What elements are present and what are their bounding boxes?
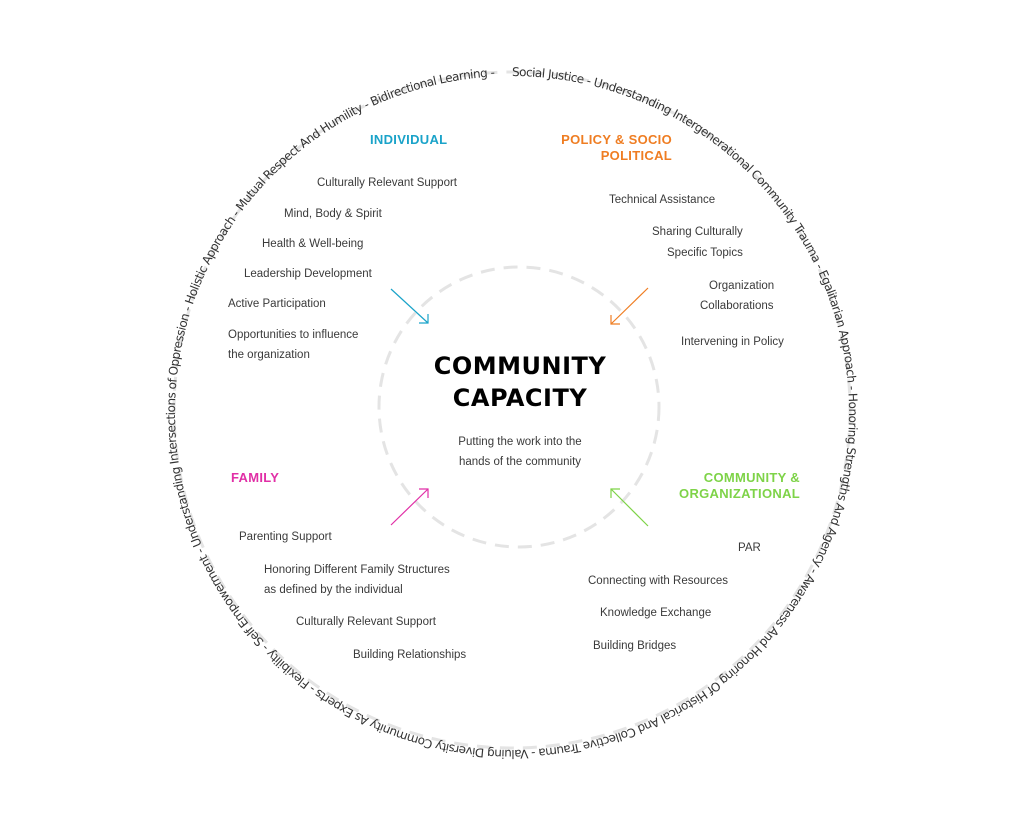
inner-dashed-ring xyxy=(377,265,661,549)
community-item: Knowledge Exchange xyxy=(600,607,712,619)
community-heading-line2: ORGANIZATIONAL xyxy=(679,486,800,501)
policy-item: Specific Topics xyxy=(667,247,743,259)
policy-item: Sharing Culturally xyxy=(652,226,743,238)
family-heading: FAMILY xyxy=(231,470,280,485)
family-item: as defined by the individual xyxy=(264,584,403,596)
community-item: PAR xyxy=(738,542,761,554)
policy-heading-line1: POLICY & SOCIO xyxy=(561,132,672,147)
individual-item: Leadership Development xyxy=(244,268,372,280)
individual-item: Health & Well-being xyxy=(262,238,364,250)
community-item: Building Bridges xyxy=(593,640,677,652)
individual-item: Mind, Body & Spirit xyxy=(284,208,382,220)
arrow-policy xyxy=(610,287,649,325)
center-title: COMMUNITY CAPACITY xyxy=(390,350,650,414)
center-subtitle: Putting the work into the hands of the c… xyxy=(420,432,620,472)
individual-heading: INDIVIDUAL xyxy=(370,132,448,147)
community-item: Connecting with Resources xyxy=(588,575,728,587)
center-subtitle-line2: hands of the community xyxy=(458,456,582,468)
policy-item: Intervening in Policy xyxy=(681,336,784,348)
individual-item: Opportunities to influence xyxy=(228,329,359,341)
individual-item: the organization xyxy=(228,349,310,361)
community-heading: COMMUNITY & ORGANIZATIONAL xyxy=(660,470,800,502)
arrow-community xyxy=(610,488,649,527)
policy-item: Collaborations xyxy=(700,300,774,312)
policy-heading: POLICY & SOCIO POLITICAL xyxy=(540,132,672,164)
community-heading-line1: COMMUNITY & xyxy=(703,470,800,485)
family-item: Building Relationships xyxy=(353,649,467,661)
individual-item: Active Participation xyxy=(228,298,326,310)
family-item: Culturally Relevant Support xyxy=(296,616,436,628)
policy-item: Technical Assistance xyxy=(609,194,716,206)
individual-item: Culturally Relevant Support xyxy=(317,177,457,189)
outer-dashed-ring xyxy=(172,70,852,750)
policy-heading-line2: POLITICAL xyxy=(600,148,672,163)
center-subtitle-line1: Putting the work into the xyxy=(458,436,582,448)
center-title-line1: COMMUNITY xyxy=(433,352,607,380)
family-item: Parenting Support xyxy=(239,531,332,543)
center-title-line2: CAPACITY xyxy=(452,384,588,412)
arrow-family xyxy=(390,488,429,526)
arrow-individual xyxy=(390,288,429,324)
family-item: Honoring Different Family Structures xyxy=(264,564,450,576)
policy-item: Organization xyxy=(709,280,775,292)
